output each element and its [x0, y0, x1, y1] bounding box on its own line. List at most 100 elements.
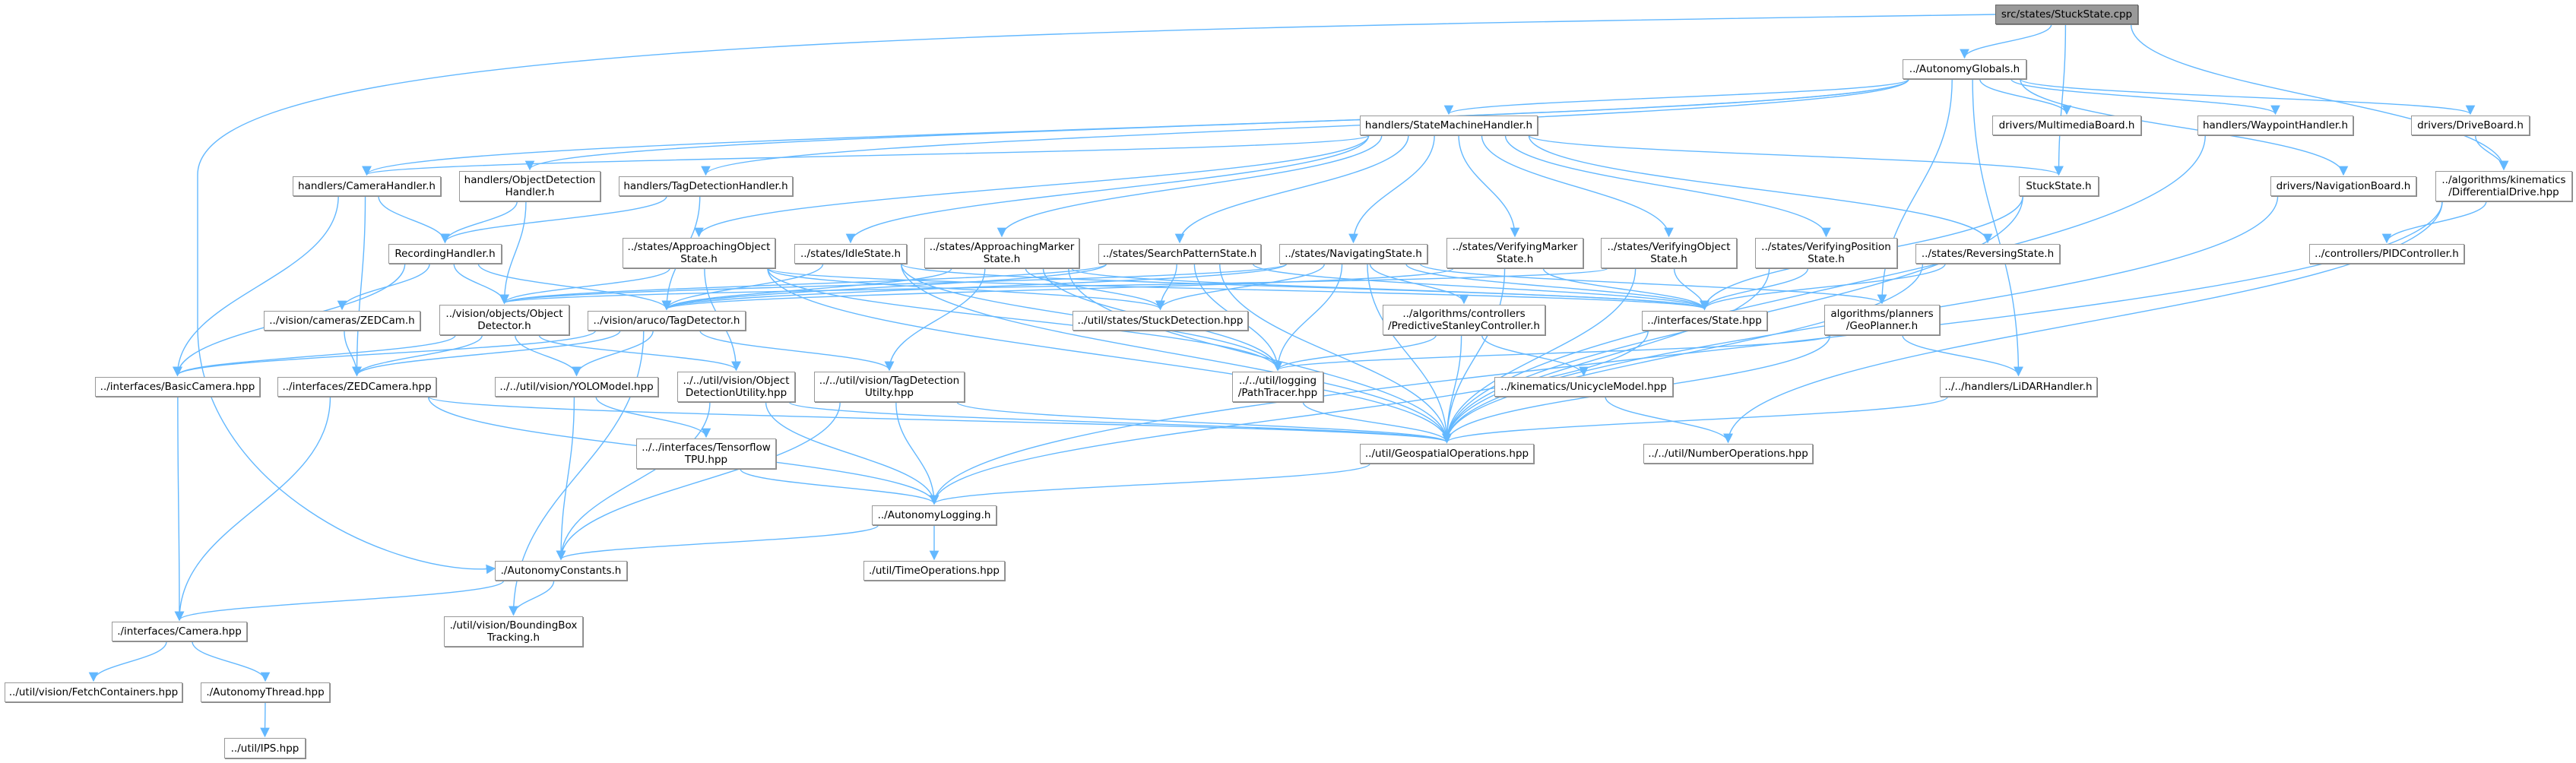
node-ips[interactable]: ../util/IPS.hpp: [224, 738, 306, 758]
node-navboard[interactable]: drivers/NavigationBoard.h: [2270, 176, 2416, 196]
edge-globals-to-geoplanner: [1877, 78, 1953, 305]
edge-smh-to-apmark: [996, 135, 1383, 238]
edge-camera-to-thread: [192, 641, 271, 682]
edge-stanley-to-geo: [1442, 334, 1462, 444]
edge-camera-to-fetch: [88, 641, 167, 682]
edge-nav-to-tagdet: [662, 263, 1288, 311]
edge-yolo-to-tpu: [595, 396, 711, 438]
edge-vobj-to-objdet: [500, 268, 1608, 305]
node-vpos[interactable]: ../states/VerifyingPosition State.h: [1755, 238, 1897, 268]
edge-idle-to-tagdet: [661, 263, 824, 311]
node-vobj[interactable]: ../states/VerifyingObject State.h: [1601, 238, 1737, 268]
node-driveboard[interactable]: drivers/DriveBoard.h: [2411, 116, 2530, 135]
node-numops[interactable]: ../../util/NumberOperations.hpp: [1643, 444, 1813, 464]
node-stanley[interactable]: ../algorithms/controllers /PredictiveSta…: [1383, 305, 1545, 335]
edge-objdet-to-basiccam: [173, 334, 456, 377]
node-apmark[interactable]: ../states/ApproachingMarker State.h: [924, 238, 1079, 268]
node-geoplanner[interactable]: algorithms/planners /GeoPlanner.h: [1824, 305, 1940, 335]
edge-search-to-geo: [1219, 263, 1452, 444]
edge-statehpp-to-logging: [929, 330, 1649, 505]
node-unicycle[interactable]: ../kinematics/UnicycleModel.hpp: [1494, 377, 1673, 397]
node-odutil[interactable]: ../../util/vision/Object DetectionUtilit…: [677, 372, 795, 402]
node-waypoint[interactable]: handlers/WaypointHandler.h: [2197, 116, 2353, 135]
edge-objdet-to-odutil: [538, 334, 741, 372]
edge-smh-to-vmark: [1458, 135, 1520, 238]
node-camera[interactable]: ./interfaces/Camera.hpp: [112, 622, 247, 641]
node-tagdeth[interactable]: handlers/TagDetectionHandler.h: [619, 176, 793, 196]
node-cpp[interactable]: src/states/StuckState.cpp: [1995, 5, 2138, 24]
edge-driveboard-to-diffdrive: [2474, 135, 2509, 171]
edge-apobj-to-stuckdet: [767, 268, 1165, 311]
node-globals[interactable]: ../AutonomyGlobals.h: [1903, 59, 2026, 79]
edge-apmark-to-geo: [1068, 268, 1452, 444]
node-objdeth[interactable]: handlers/ObjectDetection Handler.h: [459, 171, 600, 201]
edge-lidar-to-geo: [1442, 396, 1949, 444]
node-apobj[interactable]: ../states/ApproachingObject State.h: [623, 238, 775, 268]
node-lidar[interactable]: ../../handlers/LiDARHandler.h: [1940, 377, 2097, 397]
node-tpu[interactable]: ../../interfaces/Tensorflow TPU.hpp: [636, 438, 776, 469]
node-zedcam[interactable]: ../vision/cameras/ZEDCam.h: [264, 311, 420, 331]
edge-rec-to-tagdet: [477, 263, 672, 311]
edge-globals-to-multimedia: [1979, 78, 2072, 116]
node-vmark[interactable]: ../states/VerifyingMarker State.h: [1446, 238, 1583, 268]
edge-waypoint-to-geo: [1442, 135, 2206, 444]
edge-tagdet-to-zedcamera: [352, 330, 621, 377]
node-pathtracer[interactable]: ../../util/logging /PathTracer.hpp: [1232, 372, 1323, 402]
edge-geoplanner-to-lidar: [1902, 334, 2023, 377]
edge-camh-to-rec: [378, 195, 450, 244]
edge-globals-to-camh: [362, 78, 1909, 176]
edge-unicycle-to-numops: [1605, 396, 1733, 444]
edge-nav-to-objdet: [499, 263, 1288, 305]
node-stuckh[interactable]: StuckState.h: [2019, 176, 2099, 196]
edge-smh-to-apobj: [694, 135, 1370, 238]
edge-smh-to-vobj: [1481, 135, 1674, 238]
node-tdutil[interactable]: ../../util/vision/TagDetection Utilty.hp…: [814, 372, 965, 402]
edge-globals-to-lidar: [1972, 78, 2023, 377]
edge-nav-to-stuckdet: [1155, 263, 1326, 311]
edge-tdutil-to-consts: [556, 401, 841, 561]
node-nav[interactable]: ../states/NavigatingState.h: [1279, 244, 1427, 264]
node-fetch[interactable]: ../util/vision/FetchContainers.hpp: [5, 682, 182, 702]
edge-nav-to-geo: [1367, 263, 1452, 444]
node-stuckdet[interactable]: ../util/states/StuckDetection.hpp: [1073, 311, 1248, 331]
node-camh[interactable]: handlers/CameraHandler.h: [293, 176, 441, 196]
node-search[interactable]: ../states/SearchPatternState.h: [1098, 244, 1261, 264]
edge-smh-to-vpos: [1504, 135, 1831, 238]
edge-zedcamera-to-camera: [174, 396, 331, 622]
node-consts[interactable]: ./AutonomyConstants.h: [495, 561, 627, 581]
node-diffdrive[interactable]: ../algorithms/kinematics /DifferentialDr…: [2435, 171, 2572, 201]
edge-cpp-to-diffdrive: [2130, 24, 2509, 171]
node-statehpp[interactable]: ../interfaces/State.hpp: [1642, 311, 1767, 331]
edge-diffdrive-to-pid: [2381, 201, 2487, 244]
node-basiccam[interactable]: ../interfaces/BasicCamera.hpp: [95, 377, 260, 397]
edge-nav-to-statehpp: [1405, 263, 1709, 311]
edge-globals-to-objdeth: [525, 78, 1909, 171]
node-pid[interactable]: ../controllers/PIDController.h: [2309, 244, 2464, 264]
edge-apobj-to-statehpp: [767, 268, 1709, 311]
node-rev[interactable]: ../states/ReversingState.h: [1915, 244, 2060, 264]
node-bbox[interactable]: ./util/vision/BoundingBox Tracking.h: [444, 616, 583, 647]
node-geo[interactable]: ../util/GeospatialOperations.hpp: [1360, 444, 1534, 464]
node-tagdet[interactable]: ../vision/aruco/TagDetector.h: [588, 311, 746, 331]
node-rec[interactable]: RecordingHandler.h: [388, 244, 502, 264]
edge-smh-to-idle: [845, 135, 1370, 244]
node-objdet[interactable]: ../vision/objects/Object Detector.h: [439, 305, 569, 335]
node-yolo[interactable]: ../../util/vision/YOLOModel.hpp: [495, 377, 658, 397]
edge-vpos-to-geo: [1442, 268, 1770, 444]
edge-vmark-to-statehpp: [1542, 268, 1709, 311]
node-timeops[interactable]: ./util/TimeOperations.hpp: [863, 561, 1005, 581]
node-smh[interactable]: handlers/StateMachineHandler.h: [1360, 116, 1538, 135]
node-thread[interactable]: ./AutonomyThread.hpp: [201, 682, 330, 702]
edge-rev-to-statehpp: [1700, 263, 1946, 311]
node-idle[interactable]: ../states/IdleState.h: [794, 244, 907, 264]
node-logging[interactable]: ../AutonomyLogging.h: [872, 505, 996, 525]
edge-globals-to-smh: [1444, 78, 1909, 116]
edge-idle-to-geo: [900, 263, 1452, 444]
node-multimedia[interactable]: drivers/MultimediaBoard.h: [1992, 116, 2141, 135]
edge-apobj-to-pathtracer: [767, 268, 1283, 372]
edge-cpp-to-globals: [1960, 24, 2052, 59]
node-zedcamera[interactable]: ../interfaces/ZEDCamera.hpp: [277, 377, 436, 397]
edge-tagdet-to-basiccam: [173, 330, 597, 377]
edge-nav-to-stanley: [1369, 263, 1469, 305]
